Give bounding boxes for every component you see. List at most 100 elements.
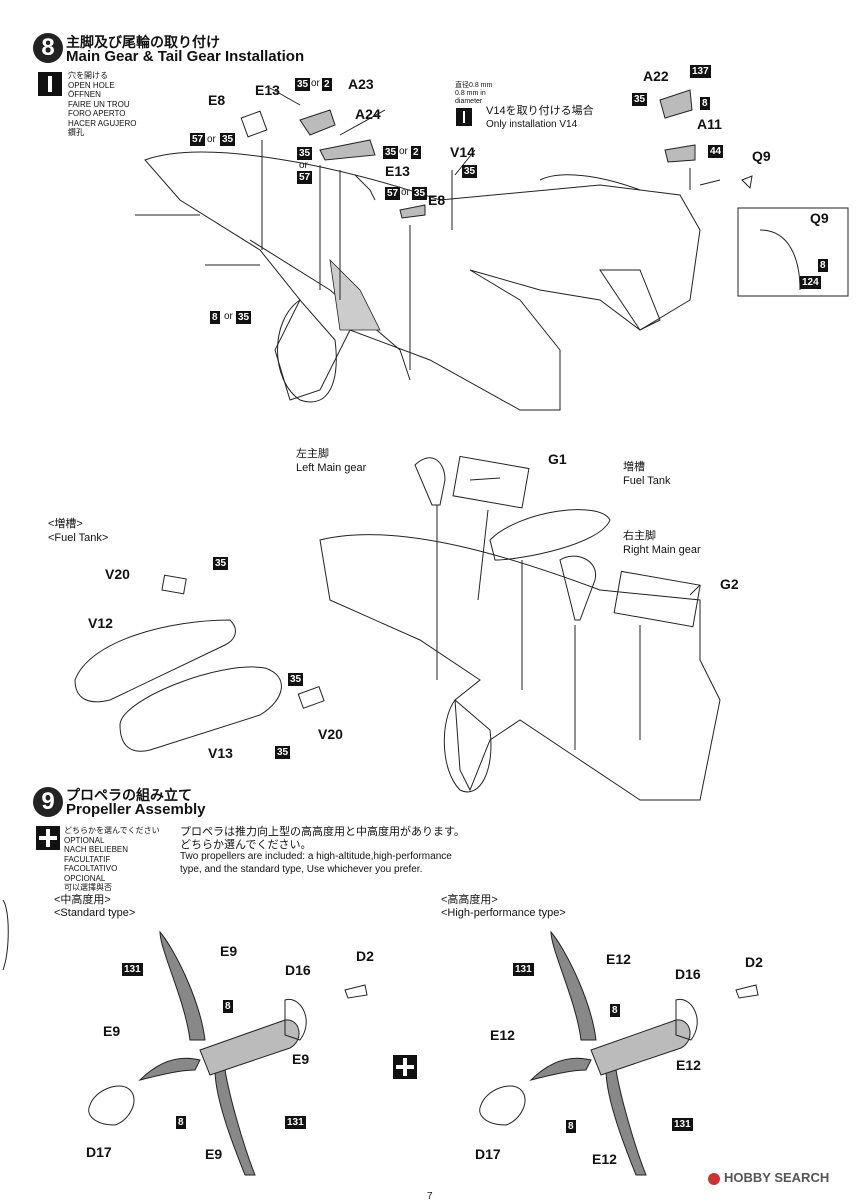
part-e9: E9 — [205, 1146, 223, 1162]
paint-8: 8 — [610, 1004, 620, 1017]
part-a22: A22 — [643, 68, 669, 84]
paint-2: 2 — [411, 146, 421, 159]
part-e12: E12 — [676, 1057, 701, 1073]
paint-57: 57 — [190, 133, 206, 146]
either-choice-icon — [36, 826, 60, 850]
part-e9: E9 — [103, 1023, 121, 1039]
fuel-tank-sub-en: <Fuel Tank> — [48, 532, 109, 544]
open-hole-icon — [38, 72, 62, 96]
paint-35: 35 — [295, 78, 311, 91]
part-g2: G2 — [720, 576, 739, 592]
or-text: or — [401, 187, 410, 198]
paint-57: 57 — [385, 187, 401, 200]
step-9-title-jp: プロペラの組み立て — [66, 787, 192, 803]
hobby-search-logo-icon — [708, 1172, 720, 1185]
propeller-desc-jp-1: プロペラは推力向上型の高高度用と中高度用があります。 — [180, 826, 465, 838]
or-text: or — [299, 160, 308, 171]
paint-8: 8 — [176, 1116, 186, 1129]
step-9-number: 9 — [33, 787, 63, 817]
paint-131: 131 — [513, 963, 534, 976]
part-e8-b: E8 — [428, 192, 446, 208]
part-d2: D2 — [356, 948, 374, 964]
step-8-number: 8 — [33, 33, 63, 63]
or-text: or — [224, 311, 233, 322]
part-v20: V20 — [105, 566, 130, 582]
part-e13: E13 — [255, 82, 280, 98]
paint-35: 35 — [412, 187, 428, 200]
part-d16: D16 — [675, 966, 701, 982]
paint-35: 35 — [288, 673, 304, 686]
part-a24: A24 — [355, 106, 381, 122]
step-9-title-en: Propeller Assembly — [66, 801, 206, 818]
open-hole-icon-small — [456, 108, 472, 126]
high-performance-type-jp: <高高度用> — [441, 894, 498, 906]
propeller-desc-jp-2: どちらか選んでください。 — [180, 839, 312, 851]
part-v13: V13 — [208, 745, 233, 761]
part-d17: D17 — [86, 1144, 112, 1160]
paint-35: 35 — [213, 557, 229, 570]
paint-35: 35 — [220, 133, 236, 146]
step-8-title-en: Main Gear & Tail Gear Installation — [66, 48, 305, 65]
or-text: or — [207, 134, 216, 145]
part-q9: Q9 — [752, 148, 771, 164]
paint-44: 44 — [708, 145, 724, 158]
paint-131: 131 — [285, 1116, 306, 1129]
fuel-tank-jp: 増槽 — [623, 461, 645, 473]
part-d16: D16 — [285, 962, 311, 978]
part-v12: V12 — [88, 615, 113, 631]
part-g1: G1 — [548, 451, 567, 467]
paint-35: 35 — [297, 147, 313, 160]
propeller-desc-en-2: type, and the standard type, Use whichev… — [180, 864, 423, 875]
paint-35: 35 — [383, 146, 399, 159]
paint-8: 8 — [566, 1120, 576, 1133]
part-v14: V14 — [450, 144, 475, 160]
paint-35: 35 — [632, 93, 648, 106]
part-v20-b: V20 — [318, 726, 343, 742]
paint-131: 131 — [122, 963, 143, 976]
paint-8: 8 — [210, 311, 220, 324]
part-d2: D2 — [745, 954, 763, 970]
page-number: 7 — [427, 1191, 433, 1202]
right-main-gear-jp: 右主脚 — [623, 530, 656, 542]
part-e12: E12 — [490, 1027, 515, 1043]
paint-2: 2 — [322, 78, 332, 91]
v14-note-jp: V14を取り付ける場合 — [486, 105, 594, 117]
paint-57: 57 — [297, 171, 313, 184]
propeller-desc-en-1: Two propellers are included: a high-alti… — [180, 851, 452, 862]
right-main-gear-en: Right Main gear — [623, 544, 701, 556]
part-e12: E12 — [592, 1151, 617, 1167]
paint-124: 124 — [800, 276, 821, 289]
step-8-title-jp: 主脚及び尾輪の取り付け — [66, 34, 220, 50]
part-a11: A11 — [697, 116, 722, 132]
standard-type-en: <Standard type> — [54, 907, 136, 919]
or-text: or — [399, 146, 408, 157]
high-performance-type-en: <High-performance type> — [441, 907, 566, 919]
paint-8: 8 — [700, 97, 710, 110]
paint-35: 35 — [275, 746, 291, 759]
paint-131: 131 — [672, 1118, 693, 1131]
standard-type-jp: <中高度用> — [54, 894, 111, 906]
part-e9: E9 — [220, 943, 238, 959]
part-e9: E9 — [292, 1051, 310, 1067]
part-e8: E8 — [208, 92, 226, 108]
fuel-tank-en: Fuel Tank — [623, 475, 671, 487]
left-main-gear-jp: 左主脚 — [296, 448, 329, 460]
paint-35: 35 — [462, 165, 478, 178]
part-e13-b: E13 — [385, 163, 410, 179]
part-q9-b: Q9 — [810, 210, 829, 226]
part-a23: A23 — [348, 76, 374, 92]
part-d17: D17 — [475, 1146, 501, 1162]
paint-8: 8 — [818, 259, 828, 272]
v14-note-en: Only installation V14 — [486, 119, 578, 130]
or-text: or — [311, 78, 320, 89]
part-e12: E12 — [606, 951, 631, 967]
paint-137: 137 — [690, 65, 711, 78]
left-main-gear-en: Left Main gear — [296, 462, 367, 474]
fuel-tank-sub-jp: <増槽> — [48, 518, 83, 530]
paint-8: 8 — [223, 1000, 233, 1013]
paint-35: 35 — [236, 311, 252, 324]
